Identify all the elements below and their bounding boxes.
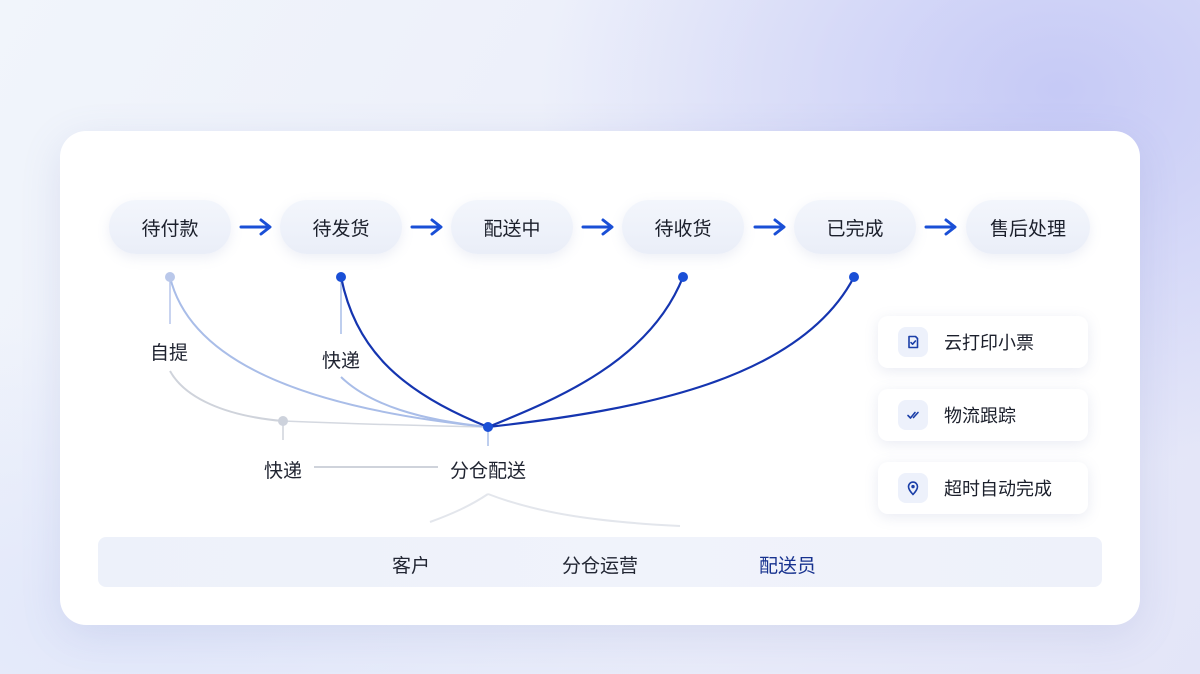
step-completed[interactable]: 已完成 (794, 200, 916, 254)
step-label: 售后处理 (989, 217, 1066, 240)
step-in-delivery[interactable]: 配送中 (451, 200, 573, 254)
role-warehouse-operations[interactable]: 分仓运营 (562, 555, 639, 577)
feature-label: 云打印小票 (944, 333, 1034, 354)
receipt-check-icon (898, 327, 928, 357)
step-pending-receipt[interactable]: 待收货 (622, 200, 744, 254)
branch-label-express-bottom: 快递 (264, 460, 303, 482)
double-check-icon (898, 400, 928, 430)
step-label: 待付款 (141, 217, 199, 240)
location-pin-icon (898, 473, 928, 503)
arrow-right-icon (239, 218, 272, 236)
branch-label-express-top: 快递 (322, 350, 361, 372)
feature-cloud-print[interactable]: 云打印小票 (878, 316, 1088, 368)
arrow-right-icon (753, 218, 786, 236)
node-dot (278, 416, 288, 426)
dark-connector (339, 276, 489, 429)
node-dot (849, 272, 859, 282)
arrow-right-icon (581, 218, 614, 236)
branch-label-warehouse-delivery: 分仓配送 (450, 460, 527, 482)
step-label: 待收货 (654, 217, 712, 240)
feature-logistics-tracking[interactable]: 物流跟踪 (878, 389, 1088, 441)
role-customer[interactable]: 客户 (392, 555, 431, 577)
gray-connector (487, 493, 681, 527)
feature-label: 物流跟踪 (944, 406, 1016, 427)
light-connector (340, 376, 489, 428)
step-label: 配送中 (483, 217, 541, 240)
node-dot (165, 272, 175, 282)
light-connector (169, 276, 489, 428)
step-pending-payment[interactable]: 待付款 (109, 200, 231, 254)
step-after-sales[interactable]: 售后处理 (966, 200, 1090, 254)
hub-dot (483, 422, 493, 432)
feature-auto-complete[interactable]: 超时自动完成 (878, 462, 1088, 514)
step-pending-shipment[interactable]: 待发货 (280, 200, 402, 254)
role-courier[interactable]: 配送员 (759, 555, 817, 577)
feature-label: 超时自动完成 (944, 479, 1052, 500)
arrow-right-icon (410, 218, 443, 236)
step-label: 已完成 (826, 217, 884, 240)
node-dot (336, 272, 346, 282)
branch-label-self-pickup: 自提 (150, 342, 189, 364)
dark-connector (487, 276, 685, 429)
arrow-right-icon (924, 218, 957, 236)
gray-connector (429, 493, 489, 523)
role-bar (98, 537, 1102, 587)
dark-connector (487, 276, 855, 429)
step-label: 待发货 (312, 217, 370, 240)
node-dot (678, 272, 688, 282)
gray-connector (169, 370, 284, 422)
gray-connector (282, 420, 489, 428)
